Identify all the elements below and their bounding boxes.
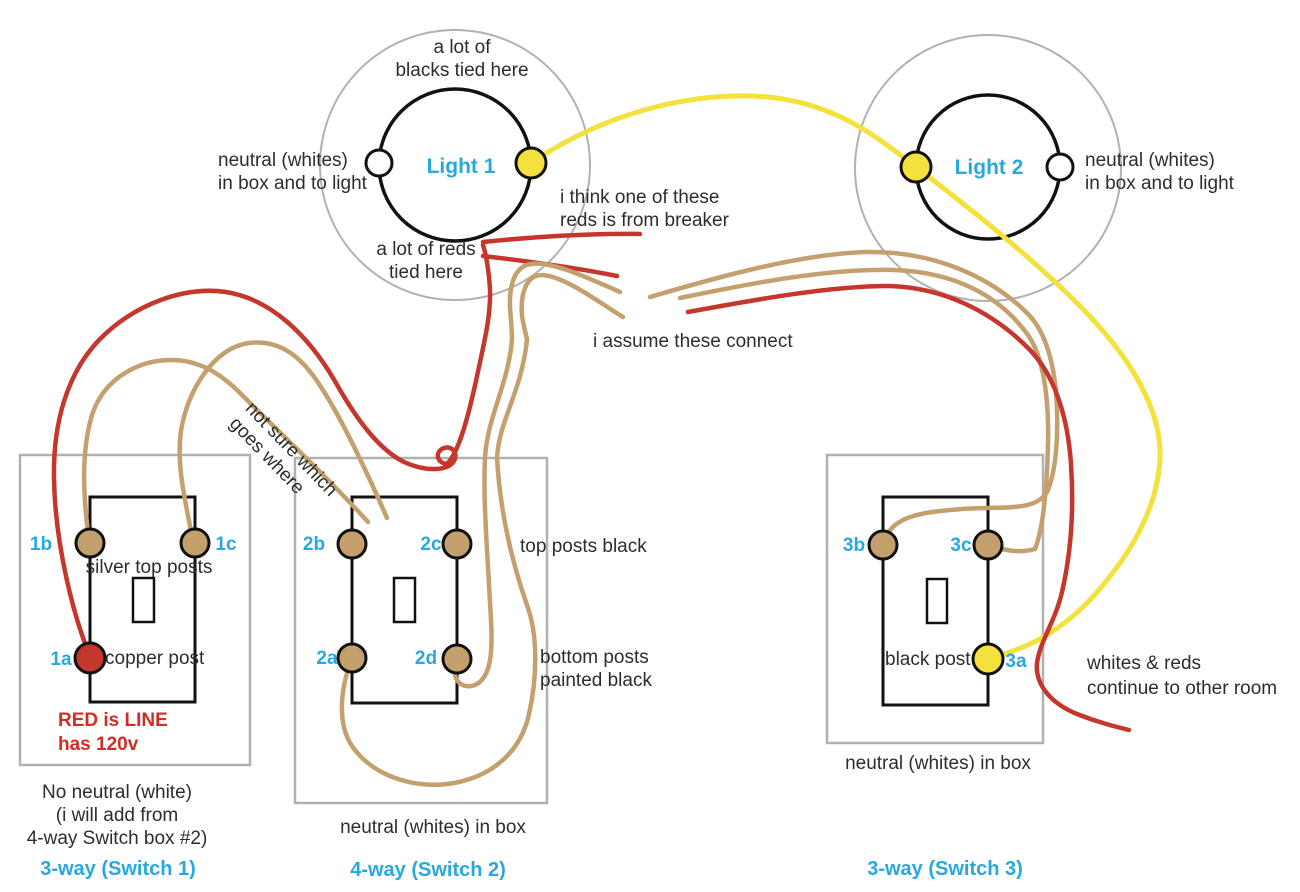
tan-wire-to-2d (452, 261, 623, 689)
post-1a-label: 1a (50, 649, 72, 670)
post-1b (74, 527, 106, 559)
switch3-title: 3-way (Switch 3) (867, 858, 1023, 880)
light1-hot-terminal (514, 146, 548, 180)
post-3c (972, 529, 1004, 561)
post-3b-label: 3b (842, 535, 866, 556)
assume-connect-note: i assume these connect (593, 331, 793, 352)
post-1b-label: 1b (29, 534, 53, 555)
whites-reds-note: whites & reds continue to other room (1087, 653, 1278, 699)
light1-blacks-note: a lot of blacks tied here (395, 37, 529, 81)
light2-neutral-note: neutral (whites) in box and to light (1085, 150, 1234, 194)
switch3-toggle (925, 577, 949, 625)
post-3b (867, 529, 899, 561)
light1-neutral-terminal (364, 148, 394, 178)
red-line-note: RED is LINE has 120v (58, 710, 168, 755)
top-posts-note: top posts black (520, 536, 647, 557)
post-2d (441, 643, 473, 675)
tan-wire-to-2a (339, 272, 626, 787)
light2-box-circle (854, 34, 1122, 302)
post-2c-label: 2c (420, 534, 442, 555)
light1-label: Light 1 (426, 155, 496, 178)
post-3a-label: 3a (1005, 651, 1027, 672)
tan-wire-from-1c (177, 340, 390, 544)
terminals (73, 146, 1075, 676)
red-line-wire (51, 242, 493, 659)
light1-reds-note: a lot of reds tied here (376, 239, 476, 283)
switch1-toggle (131, 576, 156, 624)
yellow-wire (528, 93, 1163, 662)
post-2c (441, 528, 473, 560)
tan-wire-to-3b (647, 249, 1060, 546)
post-2a (336, 642, 368, 674)
post-3c-label: 3c (950, 535, 972, 556)
switch2-neutral-note: neutral (whites) in box (340, 817, 526, 838)
switch3-neutral-note: neutral (whites) in box (845, 753, 1031, 774)
switch3-box (825, 453, 1045, 745)
red-breaker-wire-1 (480, 231, 643, 245)
post-1a (73, 641, 107, 675)
silver-posts-note: silver top posts (85, 557, 213, 578)
switch2-box (293, 456, 549, 805)
red-wire-to-other-room (685, 283, 1132, 733)
post-2a-label: 2a (316, 648, 338, 669)
light2-neutral-terminal (1045, 152, 1075, 182)
switch1-neutral-note: No neutral (white) (i will add from 4-wa… (26, 782, 208, 849)
post-2d-label: 2d (414, 648, 438, 669)
switch2-title: 4-way (Switch 2) (350, 859, 506, 881)
switch1-body (88, 495, 197, 704)
black-post-note: black post (885, 649, 971, 670)
switch2-toggle (392, 576, 417, 624)
copper-post-note: copper post (105, 648, 205, 669)
post-1c-label: 1c (215, 534, 237, 555)
breaker-note: i think one of these reds is from breake… (560, 187, 729, 231)
post-3a (971, 642, 1005, 676)
tan-wire-to-3c (677, 267, 1051, 554)
light1-box-circle (319, 29, 591, 301)
post-2b (336, 528, 368, 560)
light2-hot-terminal (899, 150, 933, 184)
post-2b-label: 2b (302, 534, 326, 555)
tan-wire-from-1b (81, 357, 371, 544)
light1-neutral-note: neutral (whites) in box and to light (218, 150, 367, 194)
light2-label: Light 2 (954, 156, 1024, 179)
switch1-box (18, 453, 252, 767)
post-1c (179, 527, 211, 559)
bottom-posts-note: bottom posts painted black (540, 647, 652, 691)
switch1-title: 3-way (Switch 1) (40, 858, 196, 880)
